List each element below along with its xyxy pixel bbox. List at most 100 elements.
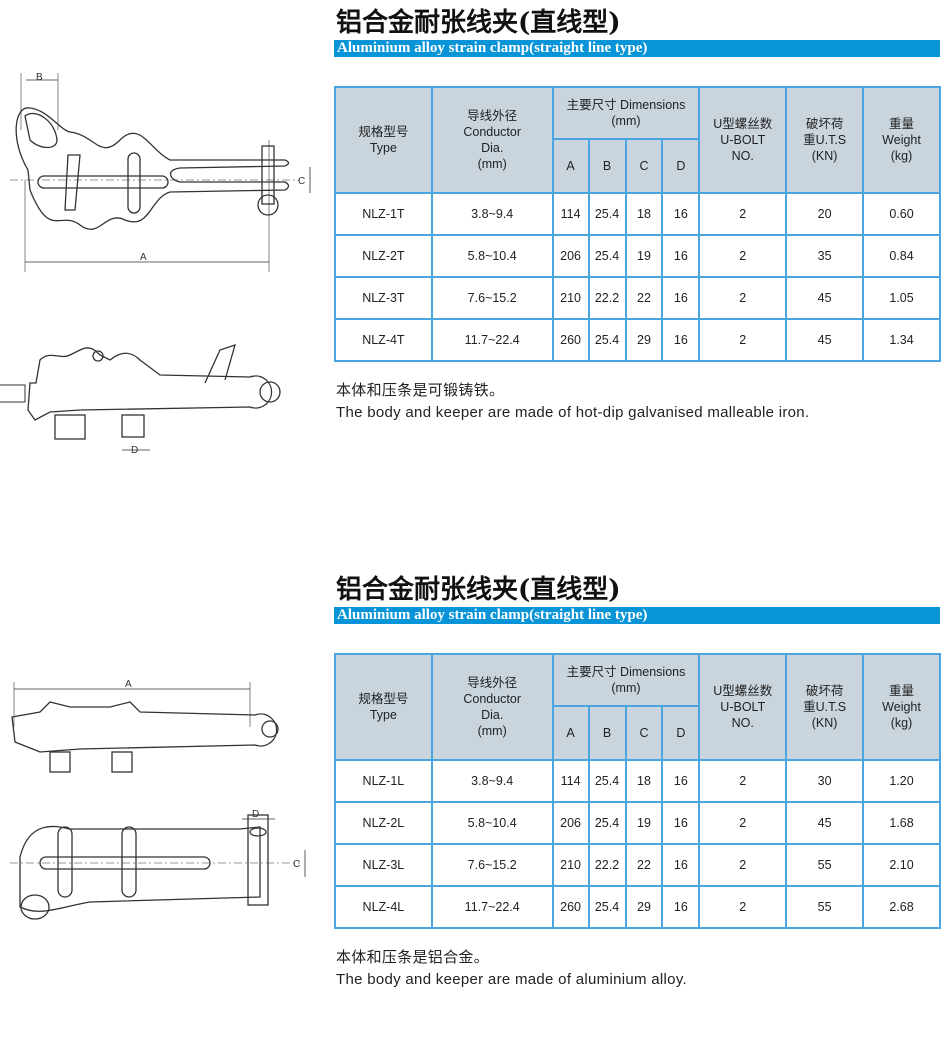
header-uts: 破坏荷重U.T.S(KN) [785, 86, 865, 194]
cell-dim-d: 16 [661, 318, 701, 362]
section-subtitle-bar: Aluminium alloy strain clamp(straight li… [334, 40, 940, 57]
cell-conductor-dia: 3.8~9.4 [430, 192, 554, 236]
dim-label-b: B [36, 72, 43, 83]
cell-uts: 55 [785, 885, 865, 929]
cell-weight: 1.20 [862, 759, 941, 803]
header-a: A [551, 705, 590, 761]
cell-dim-c: 18 [624, 759, 664, 803]
cell-ubolt-count: 2 [698, 759, 788, 803]
dim-label-a: A [140, 252, 147, 263]
cell-dim-c: 22 [624, 276, 664, 320]
cell-dim-d: 16 [661, 885, 701, 929]
dim-label-d: D [252, 809, 259, 820]
cell-dim-a: 206 [551, 234, 590, 278]
cell-ubolt-count: 2 [698, 276, 788, 320]
cell-ubolt-count: 2 [698, 234, 788, 278]
dim-label-a: A [125, 679, 132, 690]
cell-uts: 45 [785, 801, 865, 845]
cell-type: NLZ-3L [334, 843, 433, 887]
cell-dim-d: 16 [661, 192, 701, 236]
section-title: 铝合金耐张线夹(直线型) [336, 8, 621, 38]
cell-dim-c: 29 [624, 318, 664, 362]
cell-uts: 45 [785, 276, 865, 320]
cell-dim-a: 260 [551, 885, 590, 929]
cell-dim-c: 22 [624, 843, 664, 887]
cell-dim-d: 16 [661, 234, 701, 278]
cell-dim-b: 22.2 [587, 276, 627, 320]
section-title: 铝合金耐张线夹(直线型) [336, 575, 621, 605]
cell-weight: 1.34 [862, 318, 941, 362]
cell-conductor-dia: 7.6~15.2 [430, 276, 554, 320]
dim-label-d: D [131, 445, 138, 456]
dim-label-c: C [293, 859, 300, 870]
cell-type: NLZ-1L [334, 759, 433, 803]
cell-ubolt-count: 2 [698, 192, 788, 236]
cell-weight: 0.84 [862, 234, 941, 278]
header-dimensions: 主要尺寸 Dimensions(mm) [551, 86, 701, 140]
cell-dim-a: 260 [551, 318, 590, 362]
header-dimensions: 主要尺寸 Dimensions(mm) [551, 653, 701, 707]
cell-dim-b: 25.4 [587, 885, 627, 929]
cell-conductor-dia: 11.7~22.4 [430, 318, 554, 362]
cell-uts: 35 [785, 234, 865, 278]
cell-dim-a: 114 [551, 192, 590, 236]
cell-dim-d: 16 [661, 276, 701, 320]
cell-uts: 20 [785, 192, 865, 236]
cell-dim-a: 210 [551, 843, 590, 887]
clamp-drawing-aluminium: A D C [10, 679, 306, 920]
cell-dim-b: 25.4 [587, 192, 627, 236]
section-aluminium: 铝合金耐张线夹(直线型) Aluminium alloy strain clam… [0, 567, 950, 1047]
header-b: B [587, 138, 627, 194]
cell-dim-a: 210 [551, 276, 590, 320]
cell-dim-b: 25.4 [587, 759, 627, 803]
note-en: The body and keeper are made of aluminiu… [336, 971, 687, 988]
header-c: C [624, 138, 664, 194]
cell-weight: 0.60 [862, 192, 941, 236]
header-d: D [661, 705, 701, 761]
clamp-drawing-iron: B A C D [0, 72, 311, 456]
cell-dim-d: 16 [661, 801, 701, 845]
cell-ubolt-count: 2 [698, 801, 788, 845]
cell-dim-a: 114 [551, 759, 590, 803]
cell-dim-c: 29 [624, 885, 664, 929]
cell-conductor-dia: 7.6~15.2 [430, 843, 554, 887]
cell-dim-d: 16 [661, 759, 701, 803]
header-b: B [587, 705, 627, 761]
header-uts: 破坏荷重U.T.S(KN) [785, 653, 865, 761]
cell-weight: 2.68 [862, 885, 941, 929]
cell-dim-b: 25.4 [587, 318, 627, 362]
cell-conductor-dia: 5.8~10.4 [430, 801, 554, 845]
cell-weight: 2.10 [862, 843, 941, 887]
cell-dim-b: 22.2 [587, 843, 627, 887]
note-cn: 本体和压条是铝合金。 [336, 949, 490, 966]
section-malleable-iron: 铝合金耐张线夹(直线型) Aluminium alloy strain clam… [0, 0, 950, 480]
cell-type: NLZ-4T [334, 318, 433, 362]
cell-conductor-dia: 11.7~22.4 [430, 885, 554, 929]
cell-type: NLZ-2L [334, 801, 433, 845]
cell-uts: 45 [785, 318, 865, 362]
cell-ubolt-count: 2 [698, 318, 788, 362]
header-c: C [624, 705, 664, 761]
cell-type: NLZ-4L [334, 885, 433, 929]
note-en: The body and keeper are made of hot-dip … [336, 404, 810, 421]
cell-dim-c: 19 [624, 801, 664, 845]
cell-weight: 1.05 [862, 276, 941, 320]
dim-label-c: C [298, 176, 305, 187]
cell-dim-a: 206 [551, 801, 590, 845]
cell-dim-b: 25.4 [587, 801, 627, 845]
cell-weight: 1.68 [862, 801, 941, 845]
